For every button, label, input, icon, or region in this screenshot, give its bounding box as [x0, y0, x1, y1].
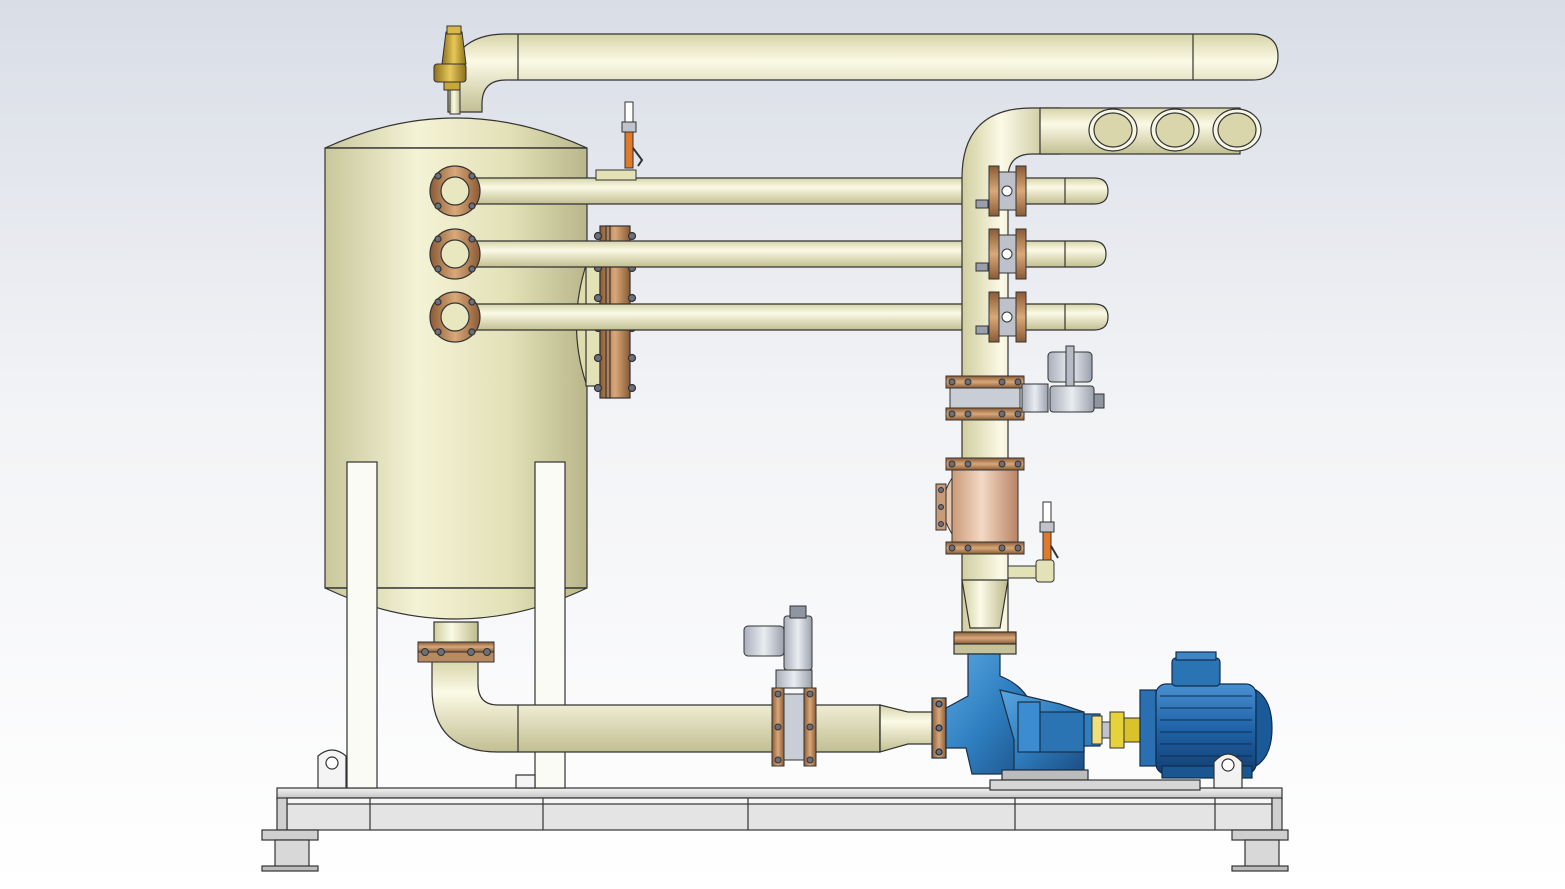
- header-valve-2: [975, 228, 1027, 280]
- header-valve-1: [975, 165, 1027, 217]
- strainer-tee: [935, 457, 1025, 555]
- riser-reducer: [953, 579, 1017, 655]
- base-frame: [261, 787, 1289, 872]
- header-valve-3: [975, 291, 1027, 343]
- header-pipes: [454, 177, 1109, 331]
- tank-pressure-gauge: [595, 101, 644, 181]
- manifold-outlets: [1088, 108, 1262, 152]
- suction-valve: [743, 605, 817, 767]
- top-return-pipe: [447, 33, 1279, 113]
- tank-nozzle-flanges: [429, 165, 481, 343]
- nozzle-flange-2: [429, 228, 481, 280]
- safety-valve: [433, 25, 467, 115]
- header-valves: [975, 165, 1027, 343]
- suction-line: [431, 621, 939, 753]
- frame-lifting-lug: [989, 753, 1243, 791]
- nozzle-flange-1: [429, 165, 481, 217]
- nozzle-flange-3: [429, 291, 481, 343]
- riser-pressure-gauge: [1007, 501, 1059, 583]
- actuated-butterfly-valve: [945, 345, 1105, 421]
- tank-bottom-flange: [417, 641, 495, 663]
- shaft-coupling: [1091, 711, 1141, 749]
- electric-motor: [1139, 651, 1273, 779]
